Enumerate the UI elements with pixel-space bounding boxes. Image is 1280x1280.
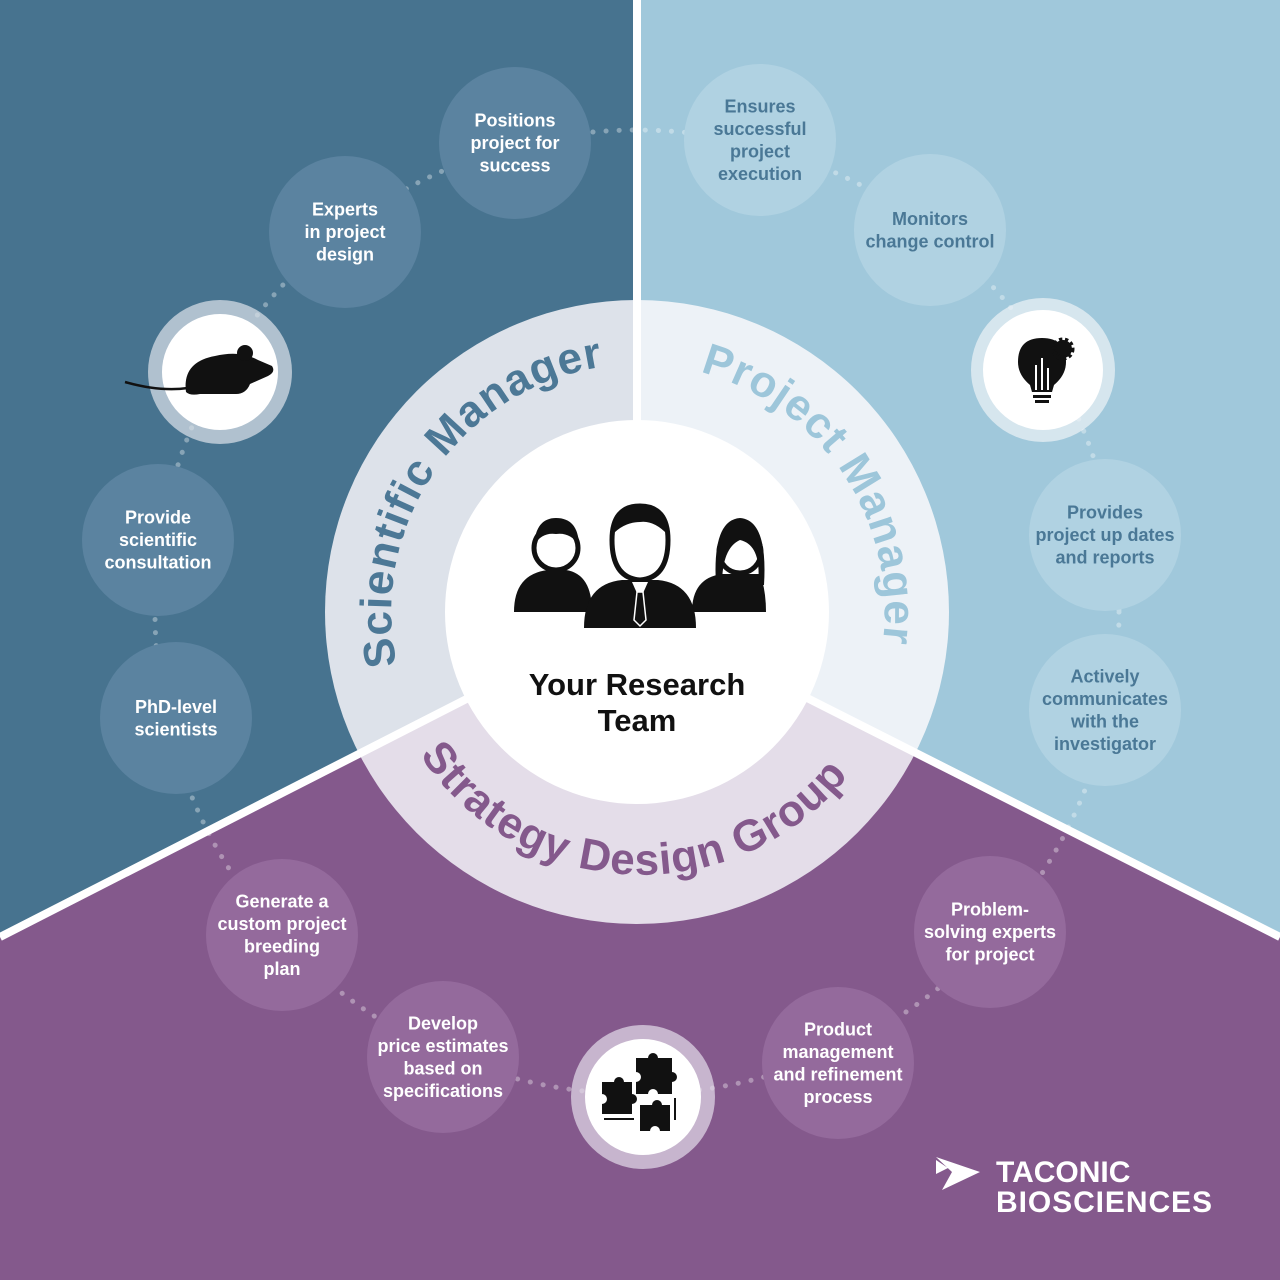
lightbulb-gear-icon — [1018, 337, 1075, 403]
bubble-text-line: Experts — [312, 200, 378, 220]
bubble-circle — [684, 64, 836, 216]
bubble-circle — [1029, 634, 1181, 786]
bubble-text-line: in project — [304, 222, 385, 242]
bubble-circle — [1029, 459, 1181, 611]
bubble-text-line: management — [782, 1042, 893, 1062]
center-title-line1: Your Research — [529, 667, 746, 702]
logo-line2: BIOSCIENCES — [996, 1186, 1212, 1219]
bubble-text-line: execution — [718, 164, 802, 184]
bubble-circle — [367, 981, 519, 1133]
bubble-text-line: consultation — [105, 553, 212, 573]
bubble-text-line: Generate a — [235, 891, 329, 911]
bubble-text-line: scientists — [134, 719, 217, 739]
bubble-text-line: Problem- — [951, 900, 1029, 920]
bubble-circle — [914, 856, 1066, 1008]
bubble-text-line: project for — [470, 133, 559, 153]
bubble-text-line: Provides — [1067, 503, 1143, 523]
bubble-text-line: PhD-level — [135, 697, 217, 717]
bubble-text-line: process — [803, 1087, 872, 1107]
bubble-circle — [762, 987, 914, 1139]
center-title-line2: Team — [598, 703, 677, 738]
bubble-text-line: success — [479, 156, 550, 176]
bubble-text-line: price estimates — [377, 1036, 508, 1056]
bubble-text-line: investigator — [1054, 734, 1156, 754]
logo-arrow-icon — [936, 1157, 980, 1190]
bubble-text-line: for project — [945, 945, 1034, 965]
bubble-text-line: Actively — [1070, 666, 1139, 686]
bubble-circle — [854, 154, 1006, 306]
bubble-circle — [206, 859, 358, 1011]
bubble-text-line: plan — [263, 959, 300, 979]
bubble-circle — [269, 156, 421, 308]
bubble-text-line: successful — [713, 119, 806, 139]
bubble-text-line: Ensures — [724, 96, 795, 116]
bubble-circle — [100, 642, 252, 794]
team-icon — [514, 503, 766, 628]
bubble-text-line: Monitors — [892, 209, 968, 229]
bubble-text-line: project up dates — [1035, 525, 1174, 545]
mouse-icon-badge — [124, 300, 292, 444]
bubble-text-line: breeding — [244, 936, 320, 956]
taconic-logo: TACONIC BIOSCIENCES — [936, 1156, 1212, 1219]
bubble-text-line: and reports — [1055, 548, 1154, 568]
bubble-text-line: solving experts — [924, 922, 1056, 942]
lightbulb-icon-badge — [971, 298, 1115, 442]
bubble-text-line: change control — [865, 231, 994, 251]
bubble-text-line: with the — [1070, 711, 1139, 731]
bubble-text-line: specifications — [383, 1081, 503, 1101]
bubble-text-line: Develop — [408, 1013, 478, 1033]
mouse-icon — [124, 345, 274, 395]
bubble-text-line: Product — [804, 1019, 872, 1039]
bubble-text-line: custom project — [217, 914, 346, 934]
bubble-text-line: scientific — [119, 530, 197, 550]
logo-line1: TACONIC — [996, 1156, 1130, 1189]
dotted-connector — [152, 127, 1122, 1097]
bubble-circle — [439, 67, 591, 219]
bubble-text-line: communicates — [1042, 689, 1168, 709]
bubble-text-line: design — [316, 245, 374, 265]
bubble-text-line: project — [730, 141, 790, 161]
puzzle-icon-badge — [571, 1025, 715, 1169]
bubble-text-line: Positions — [474, 111, 555, 131]
bubble-text-line: Provide — [125, 508, 191, 528]
bubble-problem: Problem-solving experts for project — [914, 856, 1066, 1008]
puzzle-icon — [602, 1053, 677, 1131]
bubble-text-line: and refinement — [773, 1064, 902, 1084]
bubble-circle — [82, 464, 234, 616]
bubble-text-line: based on — [403, 1058, 482, 1078]
